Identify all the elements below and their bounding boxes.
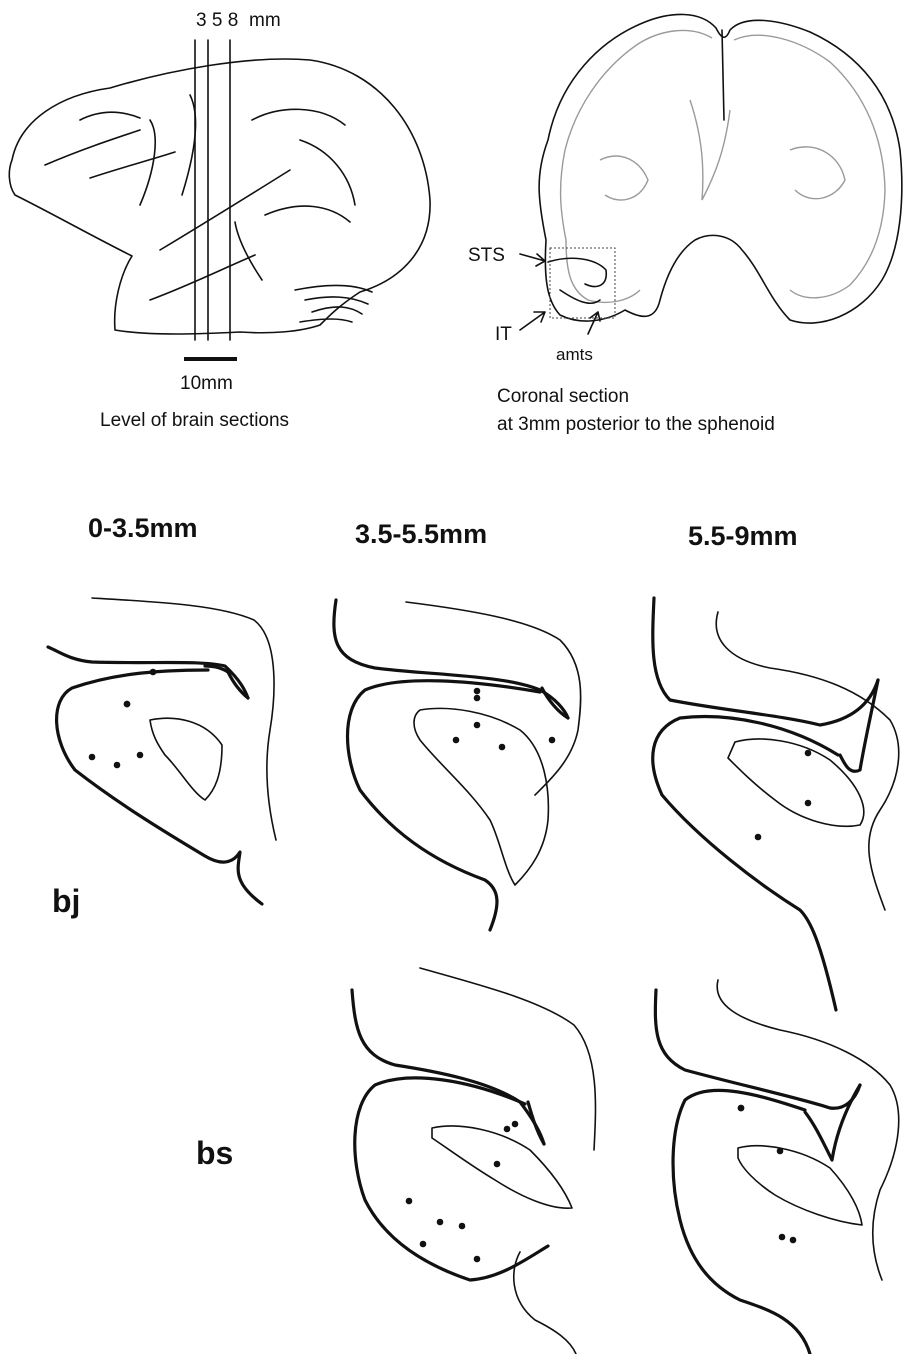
- inner-fold: [150, 718, 222, 800]
- sts-sulcus: [548, 258, 606, 286]
- sts-upper-bank: [334, 600, 568, 718]
- range-header-2: 3.5-5.5mm: [355, 519, 487, 549]
- gray-matter-border: [673, 1090, 810, 1354]
- recording-site-dot: [738, 1105, 745, 1112]
- subject-label-bs: bs: [196, 1135, 233, 1171]
- recording-site-dot: [437, 1219, 444, 1226]
- sts-fundus: [205, 666, 248, 698]
- recording-site-dot: [150, 669, 157, 676]
- outer-cortex: [420, 968, 595, 1150]
- coronal-section-drawing: [520, 14, 902, 334]
- gray-matter-border: [355, 1078, 548, 1280]
- section-bs-5.5-9mm: [655, 980, 898, 1354]
- subject-label-bj: bj: [52, 883, 80, 919]
- inner-fold: [728, 739, 864, 826]
- scale-bar-label: 10mm: [180, 373, 233, 394]
- section-bj-3.5-5.5mm: [334, 600, 581, 930]
- recording-site-dot: [474, 695, 481, 702]
- section-level-marks: 3 5 8: [196, 10, 238, 31]
- range-header-3: 5.5-9mm: [688, 521, 798, 551]
- recording-site-dot: [474, 1256, 481, 1263]
- cerebellum-fold: [300, 319, 352, 322]
- brain-outline: [9, 59, 430, 334]
- cerebellum-fold: [305, 297, 368, 304]
- recording-sites: [89, 669, 812, 1263]
- sts-upper-bank: [655, 990, 860, 1108]
- outer-cortex: [717, 980, 899, 1280]
- inner-fold: [414, 708, 548, 885]
- sulcus: [150, 255, 255, 300]
- stem: [514, 1252, 576, 1354]
- coronal-caption-line1: Coronal section: [497, 386, 629, 407]
- recording-site-dot: [89, 754, 96, 761]
- recording-site-dot: [453, 737, 460, 744]
- section-bj-5.5-9mm: [653, 598, 899, 1010]
- recording-site-dot: [406, 1198, 413, 1205]
- recording-site-dot: [499, 744, 506, 751]
- amts-arrow: [588, 312, 600, 334]
- sulcus: [265, 206, 350, 222]
- coronal-inner-contour: [734, 35, 885, 298]
- cerebellum-fold: [295, 285, 372, 292]
- section-bs-3.5-5.5mm: [352, 968, 595, 1354]
- sulcus: [80, 112, 140, 120]
- gray-matter-border: [653, 717, 838, 1010]
- sulcus: [45, 130, 140, 165]
- recording-site-dot: [504, 1126, 511, 1133]
- recording-site-dot: [459, 1223, 466, 1230]
- section-level-unit: mm: [249, 10, 281, 31]
- sts-fundus: [542, 688, 568, 718]
- recording-site-dot: [420, 1241, 427, 1248]
- it-label: IT: [495, 324, 512, 345]
- sulcus: [182, 95, 196, 195]
- sulcus: [90, 152, 175, 178]
- coronal-outline: [539, 14, 902, 323]
- inner-fold: [738, 1146, 862, 1225]
- sts-label: STS: [468, 245, 505, 266]
- it-arrow: [520, 312, 545, 330]
- lateral-brain-drawing: [9, 40, 430, 359]
- recording-site-dot: [805, 750, 812, 757]
- lateral-caption: Level of brain sections: [100, 410, 289, 431]
- sulcus: [300, 140, 355, 205]
- range-header-1: 0-3.5mm: [88, 513, 198, 543]
- recording-site-dot: [790, 1237, 797, 1244]
- recording-site-dot: [474, 688, 481, 695]
- recording-site-dot: [549, 737, 556, 744]
- recording-site-dot: [779, 1234, 786, 1241]
- recording-site-dot: [777, 1148, 784, 1155]
- recording-site-dot: [494, 1161, 501, 1168]
- recording-site-dot: [512, 1121, 519, 1128]
- recording-site-dot: [114, 762, 121, 769]
- amts-label: amts: [556, 345, 593, 364]
- outer-cortex: [716, 612, 898, 910]
- sts-arrow: [520, 254, 545, 266]
- sulcus: [160, 170, 290, 250]
- recording-site-dot: [805, 800, 812, 807]
- inner-fold: [432, 1126, 572, 1208]
- sulcus: [252, 109, 345, 125]
- recording-site-dot: [474, 722, 481, 729]
- midline-fissure: [722, 30, 724, 120]
- recording-site-dot: [755, 834, 762, 841]
- sulcus: [235, 222, 262, 280]
- recording-site-dot: [124, 701, 131, 708]
- coronal-caption-line2: at 3mm posterior to the sphenoid: [497, 414, 775, 435]
- sts-upper-bank: [653, 598, 878, 725]
- coronal-deep-structure: [600, 156, 648, 200]
- coronal-inner-contour: [561, 30, 712, 302]
- gray-matter-border: [348, 681, 541, 930]
- sts-fundus: [528, 1102, 544, 1144]
- recording-site-dot: [137, 752, 144, 759]
- coronal-deep-structure: [790, 147, 845, 199]
- sts-fundus: [805, 1085, 860, 1160]
- gray-matter-border: [57, 670, 262, 904]
- section-bj-0-3.5mm: [48, 598, 276, 904]
